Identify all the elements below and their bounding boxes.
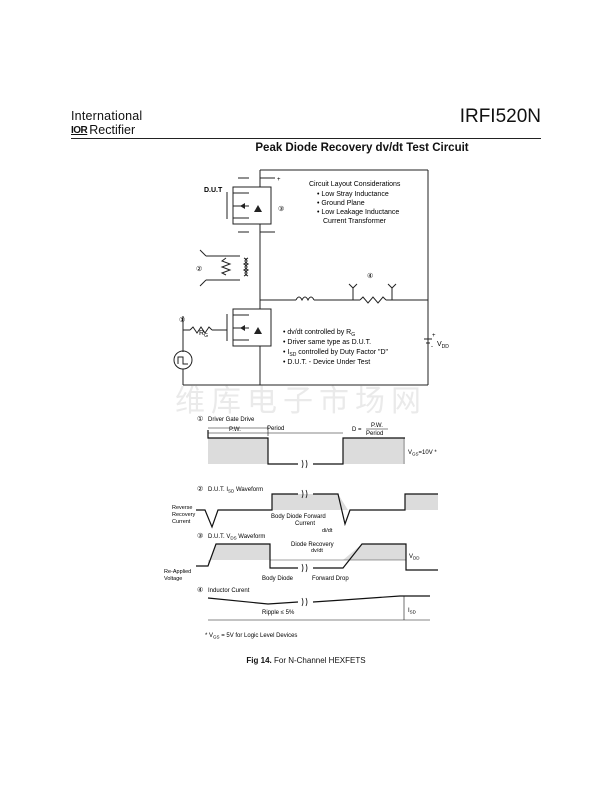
- vds-waveform: [196, 543, 298, 569]
- marker-1-wave: ①: [197, 415, 203, 423]
- layout-heading: Circuit Layout Considerations: [309, 181, 401, 188]
- note-dvdt: • dv/dt controlled by RG: [283, 329, 355, 338]
- figure-text: For N-Channel HEXFETS: [271, 656, 366, 665]
- diode-recovery-label: Diode Recovery: [291, 542, 334, 548]
- isd-waveform-title: D.U.T. ISD Waveform: [208, 487, 263, 494]
- marker-2-wave: ②: [197, 485, 203, 493]
- period-label: Period: [267, 426, 284, 432]
- plus-sign: +: [277, 177, 281, 183]
- gate-waveform: [207, 430, 298, 465]
- gate-drive-title: Driver Gate Drive: [208, 417, 255, 423]
- note-driver: • Driver same type as D.U.T.: [283, 339, 371, 346]
- note-dut: • D.U.T. - Device Under Test: [283, 359, 370, 366]
- body-diode-forward-label-2: Current: [295, 521, 315, 527]
- marker-3-wave: ③: [197, 532, 203, 540]
- marker-3-circuit: ③: [278, 205, 284, 213]
- battery-minus: -: [431, 344, 433, 350]
- watermark: 维库电子市场网: [175, 384, 427, 419]
- duty-num: P.W.: [371, 423, 383, 429]
- ior-logo-mark: IOR: [71, 124, 88, 136]
- duty-den: Period: [366, 431, 383, 437]
- note-isd: • ISD controlled by Duty Factor "D": [283, 349, 389, 358]
- company-name-line2: Rectifier: [89, 123, 136, 137]
- dut-label: D.U.T: [204, 187, 223, 194]
- reapplied-voltage-label-1: Re-Applied: [164, 569, 191, 575]
- rg-label: RG: [199, 330, 208, 339]
- marker-2-circuit: ②: [196, 265, 202, 273]
- header-divider: [71, 138, 541, 139]
- marker-4-circuit: ④: [367, 272, 373, 280]
- pw-label: P.W.: [229, 427, 241, 433]
- company-logo: IOR Rectifier: [71, 123, 135, 137]
- footnote: * VGS = 5V for Logic Level Devices: [205, 633, 297, 640]
- ripple-label: Ripple ≤ 5%: [262, 610, 295, 616]
- part-number: IRFI520N: [459, 106, 541, 127]
- forward-drop-label: Forward Drop: [312, 576, 349, 582]
- figure-caption: Fig 14. For N-Channel HEXFETS: [0, 656, 612, 665]
- body-diode-forward-label: Body Diode Forward: [271, 514, 326, 520]
- gate-pulse-2-shade: [343, 438, 403, 464]
- vgs-label: VGS=10V *: [408, 450, 437, 457]
- duty-eq: D =: [352, 427, 362, 433]
- isd-inductor-label: ISD: [408, 608, 417, 615]
- reapplied-voltage-label-2: Voltage: [164, 576, 182, 582]
- battery-plus: +: [432, 333, 436, 339]
- layout-item-3-cont: Current Transformer: [323, 218, 387, 225]
- layout-item-3: • Low Leakage Inductance: [317, 209, 399, 216]
- layout-item-2: • Ground Plane: [317, 200, 365, 207]
- body-diode-drop-label: Body Diode: [262, 576, 294, 582]
- vds-waveform-title: D.U.T. VDS Waveform: [208, 534, 265, 541]
- isd-waveform: [196, 493, 298, 529]
- diode-recovery-label-2: dv/dt: [311, 548, 323, 554]
- gate-pulse-1-shade: [208, 438, 268, 464]
- company-name: International: [71, 109, 143, 123]
- reverse-recovery-label-2: Recovery: [172, 512, 195, 518]
- didt-label: di/dt: [322, 528, 333, 534]
- vdd-wave-label: VDD: [409, 554, 420, 561]
- vdd-label: VDD: [437, 341, 449, 350]
- inductor-current-title: Inductor Curent: [208, 588, 250, 594]
- marker-4-wave: ④: [197, 586, 203, 594]
- marker-1-circuit: ①: [179, 316, 185, 324]
- page-title: Peak Diode Recovery dv/dt Test Circuit: [255, 142, 469, 154]
- reverse-recovery-label-1: Reverse: [172, 505, 192, 511]
- inductor-waveform: [207, 597, 299, 605]
- figure-label: Fig 14.: [246, 656, 272, 665]
- reverse-recovery-label-3: Current: [172, 519, 191, 525]
- layout-item-1: • Low Stray Inductance: [317, 191, 389, 198]
